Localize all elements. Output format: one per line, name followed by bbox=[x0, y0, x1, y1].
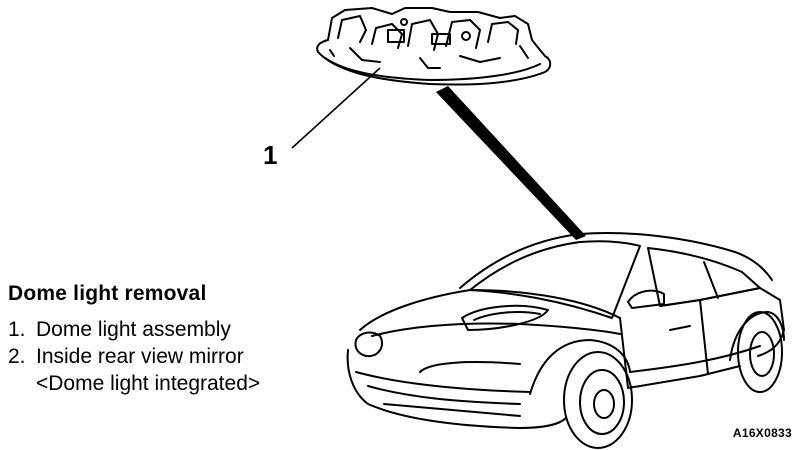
dome-light-assembly bbox=[316, 7, 552, 86]
caption-title: Dome light removal bbox=[8, 282, 207, 305]
caption-item: 1. Dome light assembly bbox=[8, 316, 348, 343]
projection-wedge bbox=[436, 86, 586, 240]
figure-id: A16X0833 bbox=[732, 426, 792, 440]
callout-number-1: 1 bbox=[263, 140, 278, 170]
caption-item-list: 1. Dome light assembly 2. Inside rear vi… bbox=[8, 316, 348, 397]
caption-item-number: 2. bbox=[8, 345, 26, 368]
caption-item-label: Inside rear view mirror bbox=[36, 345, 244, 368]
caption-item-label: Dome light assembly bbox=[36, 318, 231, 341]
callout-leader-line bbox=[291, 67, 381, 149]
car-illustration bbox=[346, 231, 785, 449]
caption-item-number: 1. bbox=[8, 318, 26, 341]
caption-item-subline: <Dome light integrated> bbox=[8, 370, 348, 397]
figure-caption: Dome light removal 1. Dome light assembl… bbox=[8, 282, 348, 397]
caption-item: 2. Inside rear view mirror bbox=[8, 343, 348, 370]
caption-item-sublabel: <Dome light integrated> bbox=[36, 372, 261, 395]
